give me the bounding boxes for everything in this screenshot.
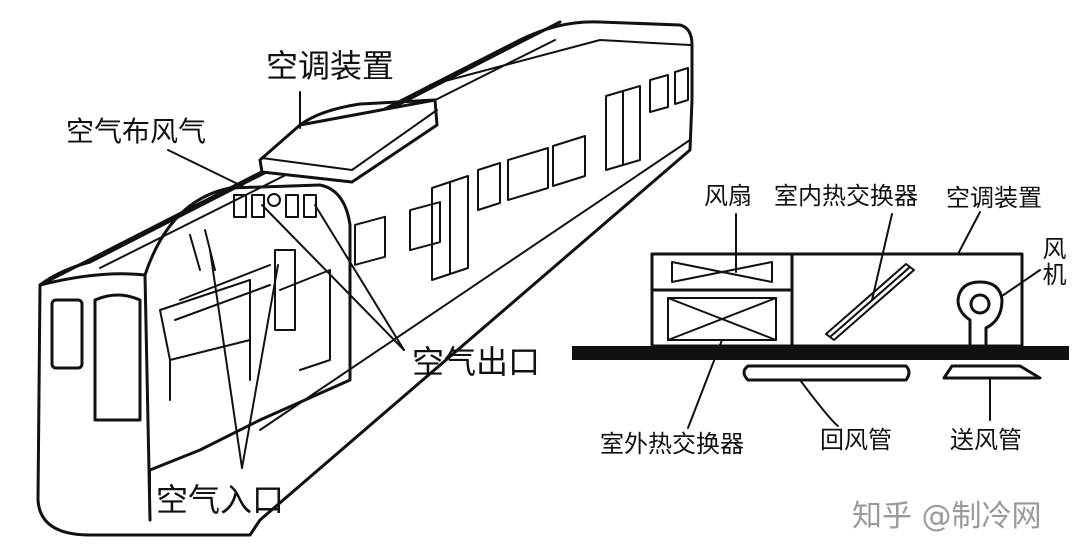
interior-rails (174, 229, 271, 321)
front-door (93, 293, 142, 422)
label-air-outlet: 空气出口 (412, 343, 541, 381)
leader-air-distribution (167, 149, 247, 189)
label-fan: 风扇 (704, 182, 752, 210)
label-outdoor-heat-exchanger: 室外热交换器 (600, 430, 744, 458)
watermark: 知乎 @制冷网 (852, 499, 1042, 534)
leader-blower (1001, 269, 1041, 297)
label-supply-duct: 送风管 (950, 426, 1022, 454)
fan-compartment (650, 252, 794, 348)
train-front-face (38, 272, 152, 522)
return-duct (742, 364, 911, 382)
label-blower: 风机 (1038, 236, 1066, 288)
leader-air-inlet-2 (241, 264, 279, 469)
supply-duct (942, 364, 1042, 380)
outdoor-heat-exchanger-x (667, 297, 777, 341)
label-air-inlet: 空气入口 (156, 481, 285, 519)
label-indoor-heat-exchanger: 室内热交换器 (774, 182, 918, 210)
fan-symbol (671, 261, 773, 283)
side-window (354, 215, 386, 266)
side-window-row (477, 135, 586, 211)
ceiling-vent-3 (267, 193, 281, 207)
leader-outdoor-heat-exchanger (687, 339, 723, 429)
blower-wheel (969, 293, 991, 315)
leader-air-outlet-2 (314, 204, 405, 351)
blower-housing (956, 280, 1004, 348)
side-window-far (649, 67, 689, 113)
leader-return-duct (799, 379, 839, 427)
leader-air-outlet-1 (261, 204, 405, 351)
label-air-distribution: 空气布风气 (66, 115, 207, 148)
side-window (409, 201, 441, 252)
label-return-duct: 回风管 (820, 426, 892, 454)
interior-partition (274, 249, 331, 371)
train-car-illustration (36, 20, 694, 537)
ceiling-vent-5 (303, 194, 317, 218)
ac-schematic (572, 252, 1069, 382)
indoor-heat-exchanger-coil (825, 263, 915, 341)
roof-ac-unit-edge (261, 109, 438, 171)
front-window-left (50, 298, 84, 370)
train-body-outline (36, 20, 694, 537)
leader-air-inlet-1 (209, 249, 243, 469)
roof-ac-unit-top (298, 98, 437, 127)
side-door-2 (605, 85, 641, 171)
side-windows (354, 67, 689, 281)
interior-seat-left (159, 279, 251, 401)
leader-ac-unit-schematic (957, 211, 981, 255)
train-underside (149, 139, 691, 521)
roof-plate (572, 346, 1069, 360)
train-leader-lines (167, 91, 405, 469)
schematic-leader-lines (687, 211, 1041, 429)
label-ac-unit-schematic: 空调装置 (946, 184, 1042, 212)
cutaway-opening (143, 183, 352, 472)
ceiling-vent-4 (285, 194, 299, 218)
leader-indoor-heat-exchanger (871, 213, 893, 301)
ceiling-vent-1 (233, 194, 247, 218)
label-ac-unit: 空调装置 (266, 47, 395, 85)
side-door-1 (431, 175, 469, 281)
train-roof-line (38, 20, 562, 287)
